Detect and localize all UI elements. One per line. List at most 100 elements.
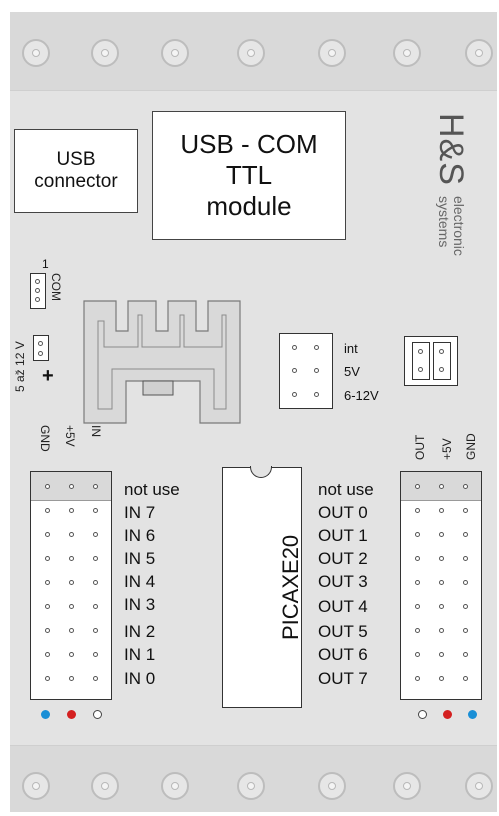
header-pin bbox=[463, 508, 468, 513]
header-pin bbox=[45, 484, 50, 489]
header-pin bbox=[45, 580, 50, 585]
header-pin bbox=[439, 676, 444, 681]
terminal-screw bbox=[393, 39, 421, 67]
output-label: OUT 0 bbox=[318, 503, 368, 522]
terminal-screw bbox=[318, 39, 346, 67]
input-col-5v: +5V bbox=[63, 425, 77, 447]
header-pin bbox=[439, 556, 444, 561]
header-pin bbox=[93, 484, 98, 489]
header-pin bbox=[45, 604, 50, 609]
header-pin bbox=[463, 652, 468, 657]
usb-com-label-3: module bbox=[206, 191, 292, 221]
terminal-screw bbox=[465, 772, 493, 800]
header-pin bbox=[45, 628, 50, 633]
usb-connector-label-1: USB bbox=[56, 149, 96, 170]
vcc-indicator-dot bbox=[67, 710, 76, 719]
header-pin bbox=[93, 532, 98, 537]
usb-connector-label-2: connector bbox=[34, 171, 118, 192]
header-pin bbox=[45, 508, 50, 513]
input-col-in: IN bbox=[89, 425, 103, 437]
input-label: IN 7 bbox=[124, 503, 156, 522]
header-pin bbox=[93, 580, 98, 585]
output-label: OUT 3 bbox=[318, 572, 368, 591]
brand-subtitle-1: electronic bbox=[451, 196, 467, 256]
output-col-gnd: GND bbox=[464, 433, 478, 460]
gnd-indicator-dot bbox=[41, 710, 50, 719]
input-label: IN 5 bbox=[124, 549, 156, 568]
terminal-screw bbox=[91, 772, 119, 800]
input-label: IN 0 bbox=[124, 669, 156, 688]
com-label: COM bbox=[49, 273, 63, 301]
input-label: IN 6 bbox=[124, 526, 156, 545]
voltage-option-int: int bbox=[344, 341, 358, 356]
voltage-option-5v: 5V bbox=[344, 364, 360, 379]
picaxe-chip bbox=[222, 467, 302, 708]
header-pin bbox=[45, 652, 50, 657]
header-pin bbox=[93, 556, 98, 561]
usb-connector-box: USB connector bbox=[14, 129, 138, 213]
header-pin bbox=[463, 532, 468, 537]
terminal-screw bbox=[237, 39, 265, 67]
brand-subtitle-2: systems bbox=[436, 196, 452, 248]
header-pin bbox=[463, 580, 468, 585]
brand-subtitle: electronic systems bbox=[436, 196, 467, 256]
terminal-screw bbox=[91, 39, 119, 67]
terminal-screw bbox=[237, 772, 265, 800]
header-pin bbox=[415, 532, 420, 537]
usb-com-module-box: USB - COM TTL module bbox=[152, 111, 346, 240]
vcc-indicator-dot bbox=[443, 710, 452, 719]
header-pin bbox=[439, 580, 444, 585]
terminal-screw bbox=[393, 772, 421, 800]
header-pin bbox=[463, 628, 468, 633]
header-pin bbox=[439, 628, 444, 633]
header-pin bbox=[93, 652, 98, 657]
output-col-5v: +5V bbox=[440, 438, 454, 460]
header-pin bbox=[69, 580, 74, 585]
header-pin bbox=[69, 532, 74, 537]
usb-com-label-2: TTL bbox=[225, 160, 273, 190]
terminal-screw bbox=[318, 772, 346, 800]
header-pin bbox=[69, 676, 74, 681]
header-pin bbox=[93, 628, 98, 633]
input-label: IN 3 bbox=[124, 595, 156, 614]
output-label: not use bbox=[318, 480, 374, 499]
terminal-screw bbox=[22, 39, 50, 67]
usb-com-label-1: USB - COM bbox=[180, 129, 318, 159]
header-pin bbox=[415, 604, 420, 609]
header-pin bbox=[45, 676, 50, 681]
pcb-antenna bbox=[83, 300, 241, 424]
header-pin bbox=[93, 676, 98, 681]
header-pin bbox=[415, 676, 420, 681]
com-pin-number: 1 bbox=[42, 257, 49, 271]
output-pin-header bbox=[400, 471, 482, 700]
input-col-gnd: GND bbox=[38, 425, 52, 452]
output-label: OUT 6 bbox=[318, 645, 368, 664]
terminal-screw bbox=[161, 772, 189, 800]
header-pin bbox=[439, 532, 444, 537]
header-pin bbox=[93, 604, 98, 609]
terminal-screw bbox=[22, 772, 50, 800]
header-pin bbox=[463, 676, 468, 681]
signal-indicator-dot bbox=[418, 710, 427, 719]
header-pin bbox=[463, 604, 468, 609]
header-pin bbox=[415, 580, 420, 585]
header-pin bbox=[439, 604, 444, 609]
header-pin bbox=[93, 508, 98, 513]
header-pin bbox=[463, 556, 468, 561]
output-label: OUT 1 bbox=[318, 526, 368, 545]
header-pin bbox=[415, 628, 420, 633]
voltage-option-6-12v: 6-12V bbox=[344, 388, 379, 403]
header-pin bbox=[69, 508, 74, 513]
output-label: OUT 2 bbox=[318, 549, 368, 568]
header-pin bbox=[69, 628, 74, 633]
terminal-screw bbox=[161, 39, 189, 67]
header-pin bbox=[439, 508, 444, 513]
brand-logo: H&S bbox=[431, 113, 470, 186]
header-pin bbox=[69, 604, 74, 609]
header-pin bbox=[415, 556, 420, 561]
power-polarity-label: + bbox=[42, 365, 54, 387]
output-label: OUT 4 bbox=[318, 597, 368, 616]
header-pin bbox=[415, 652, 420, 657]
header-pin bbox=[415, 484, 420, 489]
header-pin bbox=[69, 556, 74, 561]
